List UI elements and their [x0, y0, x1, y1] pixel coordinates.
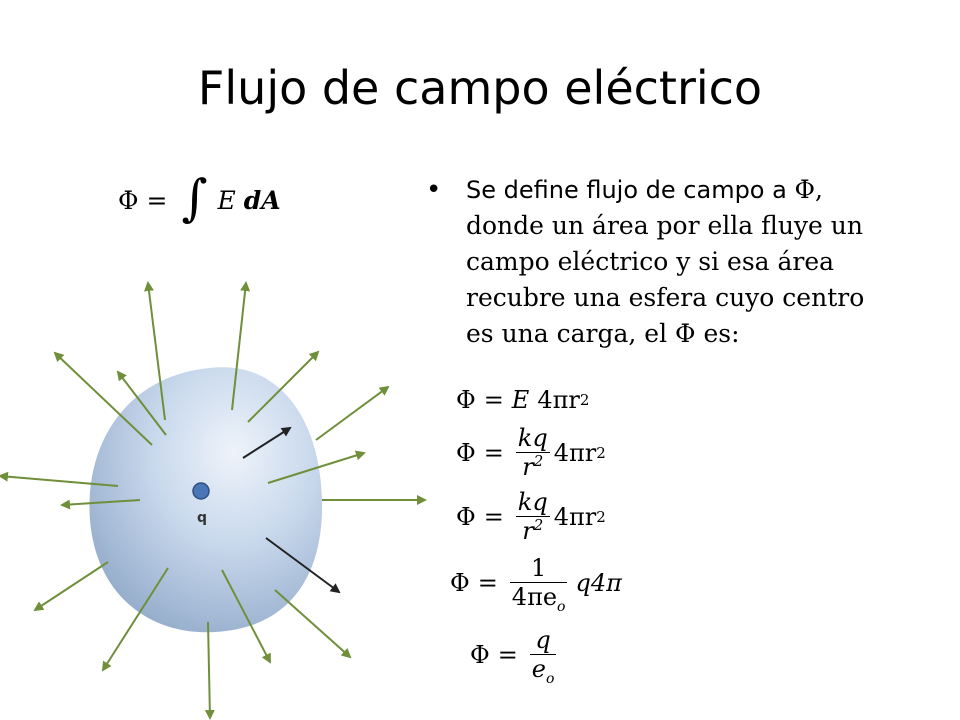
equals-sign: = — [146, 185, 168, 215]
field-arrow — [204, 621, 215, 720]
integral-sign: ∫ — [181, 169, 208, 227]
flux-symbol: Φ — [118, 185, 139, 215]
bullet-line-2: donde un área por ella fluye un — [466, 211, 863, 240]
field-arrow — [33, 561, 109, 612]
field-arrow — [116, 370, 167, 436]
bullet-line-1: Se define flujo de campo a Φ, — [466, 175, 823, 204]
field-arrow — [221, 569, 271, 664]
field-arrow — [53, 351, 153, 446]
bullet-marker: • — [426, 175, 442, 205]
field-arrow — [0, 471, 119, 487]
fraction: kq r2 — [515, 488, 550, 545]
field-arrow — [231, 281, 251, 411]
fraction: kq r2 — [515, 424, 550, 481]
fraction: 1 4πeo — [509, 554, 568, 615]
fraction: q eo — [529, 626, 557, 687]
field-arrow — [274, 589, 352, 659]
field-arrow-dark — [265, 537, 341, 594]
bullet-line-4: recubre una esfera cuyo centro — [466, 283, 865, 312]
bullet-line-3: campo eléctrico y si esa área — [466, 247, 835, 276]
equation-5: Φ = q eo — [470, 626, 557, 687]
field-arrow — [315, 385, 390, 441]
charge-label: q — [197, 510, 208, 526]
field-arrow — [101, 567, 169, 672]
bullet-line-5: es una carga, el Φ es: — [466, 319, 740, 348]
integral-formula: Φ = ∫ E dA — [118, 172, 281, 228]
slide-title: Flujo de campo eléctrico — [197, 61, 763, 115]
point-charge — [192, 482, 210, 500]
field-arrow — [144, 281, 166, 421]
field-arrow-dark — [242, 426, 292, 459]
bullet-text: Se define flujo de campo a Φ, donde un á… — [466, 172, 936, 352]
field-arrow — [267, 450, 366, 484]
equation-4: Φ = 1 4πeo q4π — [450, 554, 622, 615]
field-arrow — [60, 499, 141, 510]
electric-field-figure — [0, 281, 427, 720]
field-symbol: E — [217, 185, 236, 215]
field-arrow — [247, 350, 320, 423]
gaussian-sphere — [89, 367, 323, 633]
area-element: dA — [243, 185, 281, 215]
